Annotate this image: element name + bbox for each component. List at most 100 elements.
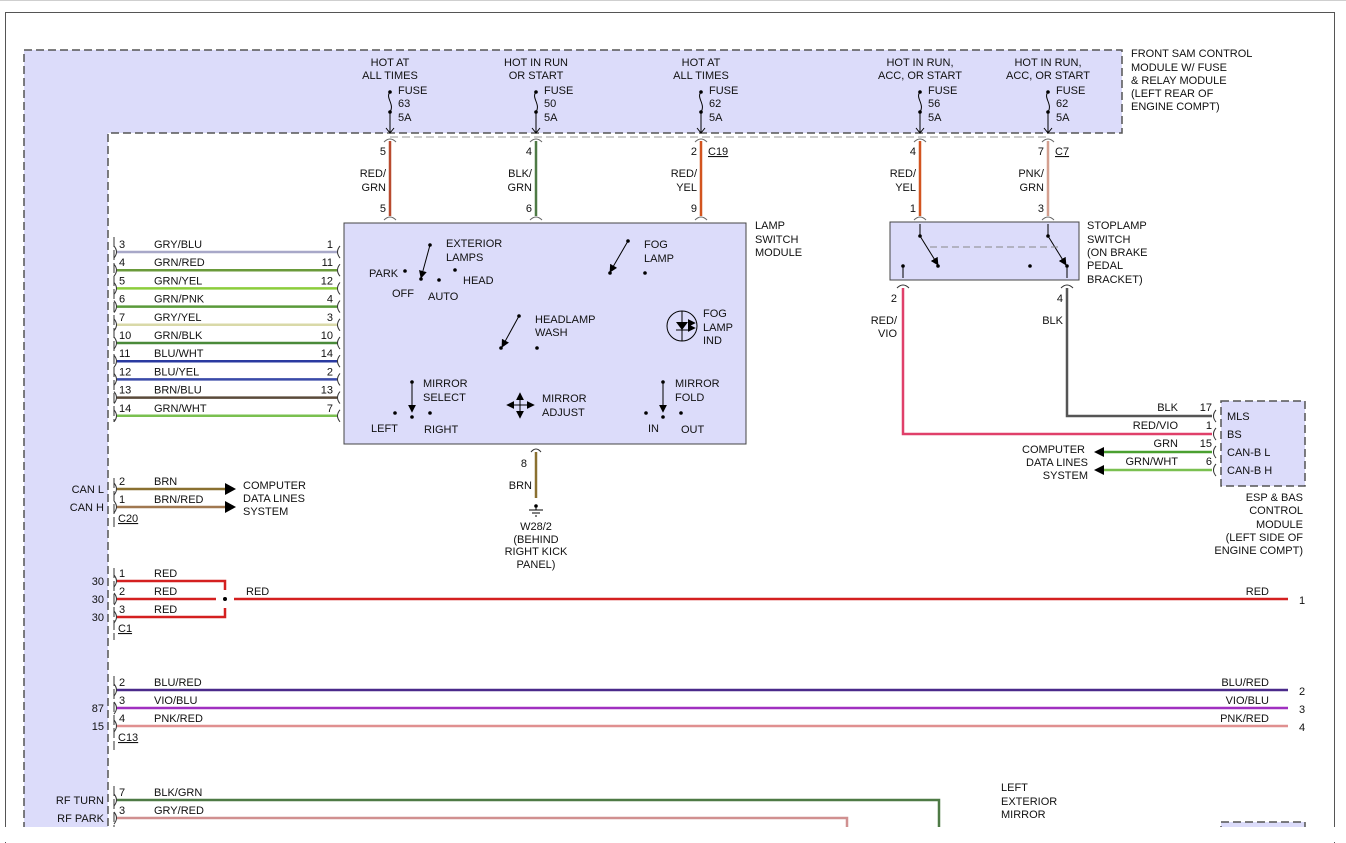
stoplamp-pin: 2 <box>891 293 897 305</box>
signal-name: 30 <box>92 576 104 588</box>
wire-color-label: GRY/BLU <box>154 239 202 251</box>
connector-id: C1 <box>118 623 132 635</box>
connector-pin-icon <box>113 245 117 259</box>
splice-icon <box>223 597 227 601</box>
stoplamp-title: STOPLAMP SWITCH (ON BRAKE PEDAL BRACKET) <box>1087 220 1148 286</box>
connector-pin-icon <box>113 318 117 332</box>
right-pin: 7 <box>327 403 333 415</box>
wire-color-label: VIO/BLU <box>154 695 197 707</box>
pin-number: 2 <box>691 146 697 158</box>
connector-pin-icon <box>113 354 117 368</box>
right-pin: 13 <box>321 385 333 397</box>
four-way-arrow-icon <box>506 392 535 419</box>
stoplamp-switch <box>889 221 1080 281</box>
fuse-label: FUSE <box>398 85 427 97</box>
pin-number: 4 <box>119 713 125 725</box>
connector-pin-icon <box>113 500 117 514</box>
connector-pin-icon <box>113 719 117 733</box>
c20-dest-line: COMPUTER <box>243 480 306 492</box>
pin-number: 3 <box>119 604 125 616</box>
fuse-hot-label: OR START <box>509 70 564 82</box>
connector-pin-icon <box>113 373 117 386</box>
fuse-icon <box>531 90 541 134</box>
stoplamp-title-line: PEDAL <box>1087 260 1123 272</box>
fuse-hot-label: ACC, OR START <box>878 70 962 82</box>
right-pin: 3 <box>327 312 333 324</box>
fuse-icon <box>1043 90 1053 134</box>
wire-color-label: GRN/WHT <box>154 403 207 415</box>
pin-number: 1 <box>119 568 125 580</box>
connector-pin-icon <box>337 245 341 259</box>
c1-row: 30 1 RED <box>92 568 178 588</box>
sam-title: FRONT SAM CONTROL MODULE W/ FUSE & RELAY… <box>1131 48 1252 113</box>
signal-name: RF PARK <box>57 813 105 825</box>
c20-dest-line: SYSTEM <box>243 506 288 518</box>
pin-number: 1 <box>910 203 916 215</box>
fuse-number: 50 <box>544 98 556 110</box>
left-pin: 7 <box>119 312 125 324</box>
fog-lamp-ind-label: FOG <box>703 308 727 320</box>
pin-number: 1 <box>119 494 125 506</box>
sam-title-line: MODULE W/ FUSE <box>1131 62 1227 74</box>
wire-color-label: RED <box>246 586 269 598</box>
connector-pin-icon <box>337 409 341 423</box>
right-pin: 4 <box>327 294 333 306</box>
wire-color-label: GRN/PNK <box>154 294 205 306</box>
mirror-label-line: MIRROR <box>1001 809 1046 821</box>
wire-color-label: BLK/ <box>508 168 533 180</box>
connector-pin-icon <box>337 263 341 277</box>
fuse-hot-label: HOT IN RUN, <box>1014 57 1081 69</box>
connector-id: C7 <box>1055 146 1069 158</box>
connector-pin-icon <box>1213 445 1217 459</box>
wire-color-label: RED/ <box>671 168 698 180</box>
wire-color-label: GRY/RED <box>154 805 204 817</box>
fuse-hot-label: ACC, OR START <box>1006 70 1090 82</box>
wire-color-label: YEL <box>895 182 916 194</box>
esp-pin-name: MLS <box>1227 411 1250 423</box>
left-pin: 14 <box>119 403 131 415</box>
connector-pin-icon <box>113 592 117 606</box>
connector-pin-icon <box>337 318 341 332</box>
fog-lamp-label: FOG <box>644 239 668 251</box>
wire-color-label: GRN <box>508 182 533 194</box>
connector-pin-icon <box>113 811 117 825</box>
headlamp-wash-switch: HEADLAMP WASH <box>499 314 596 350</box>
wire <box>117 579 227 590</box>
pin-number: 3 <box>1299 704 1305 716</box>
esp-pin-name: BS <box>1227 429 1242 441</box>
pin-number: 2 <box>1299 686 1305 698</box>
wire-color-label: BRN/RED <box>154 494 204 506</box>
sam-title-line: FRONT SAM CONTROL <box>1131 48 1252 60</box>
pin-number: 3 <box>119 695 125 707</box>
fuse-rating: 5A <box>398 112 412 124</box>
pin-number: 4 <box>910 146 916 158</box>
out-label: OUT <box>681 424 705 436</box>
left-pin: 5 <box>119 275 125 287</box>
wire-color-label: BLU/YEL <box>154 366 199 378</box>
fog-lamp-switch: FOG LAMP <box>608 239 674 275</box>
fog-lamp-ind-label: IND <box>703 335 722 347</box>
wire-color-label: GRN <box>1020 182 1045 194</box>
pin-number: 3 <box>1038 203 1044 215</box>
mirror-adjust-label: MIRROR <box>542 393 587 405</box>
right-pin: 1 <box>327 239 333 251</box>
connector-pin-icon <box>113 574 117 588</box>
esp-title: ESP & BAS CONTROL MODULE (LEFT SIDE OF E… <box>1214 492 1303 557</box>
signal-name: 30 <box>92 612 104 624</box>
wire-color-label: RED <box>154 568 177 580</box>
fuse-rating: 5A <box>928 112 942 124</box>
wire-color-label: BLK/GRN <box>154 787 202 799</box>
ground-icon <box>529 504 543 517</box>
fuse-hot-label: HOT IN RUN <box>504 57 568 69</box>
